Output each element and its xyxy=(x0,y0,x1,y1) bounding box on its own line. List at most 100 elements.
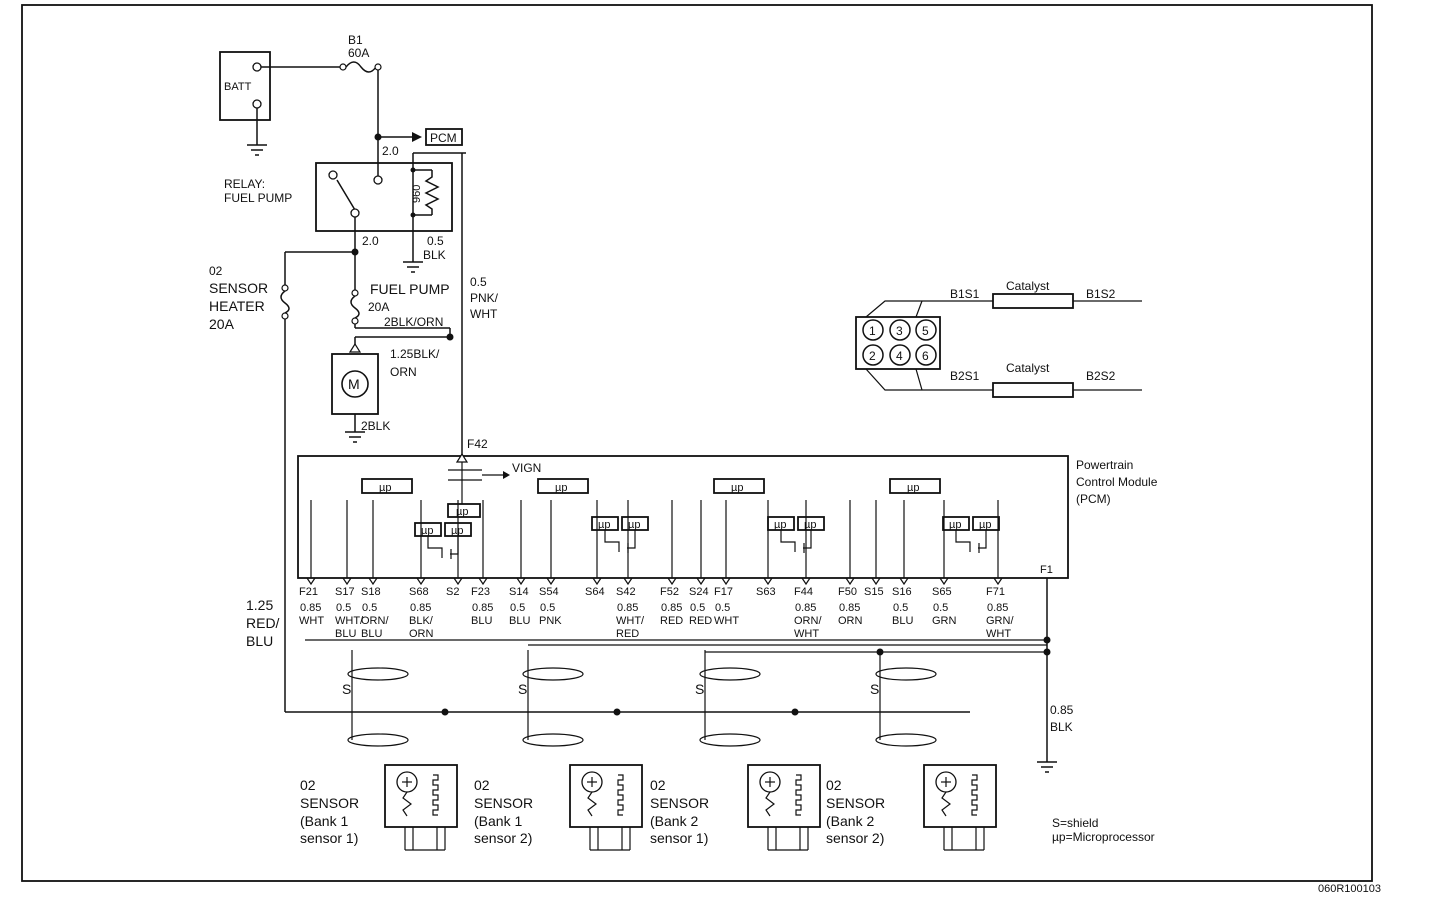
pin-number: S15 xyxy=(864,586,884,598)
shield-label: S xyxy=(870,681,879,697)
sensor-label: SENSOR xyxy=(826,795,885,811)
heater-icon xyxy=(617,774,624,816)
motor-icon: M xyxy=(348,376,360,392)
wire-color: BLU xyxy=(361,628,382,640)
wire-color: WHT xyxy=(986,628,1011,640)
wire-color: ORN xyxy=(838,615,863,627)
fuel-pump-motor: M 1.25BLK/ ORN 2BLK xyxy=(331,337,440,443)
wire-size: 0.85 xyxy=(617,602,638,614)
driver-label: µp xyxy=(774,519,786,531)
cylinder xyxy=(889,319,911,341)
svg-text:Control Module: Control Module xyxy=(1076,475,1158,489)
svg-text:Powertrain: Powertrain xyxy=(1076,458,1133,472)
wire-color: ORN/ xyxy=(794,615,822,627)
cylinder-number: 1 xyxy=(869,324,876,338)
diagram-border xyxy=(21,4,1373,882)
pcm-connector-pins: F210.85WHTS170.5WHT/BLUS180.5ORN/BLUS680… xyxy=(299,500,1014,640)
svg-text:2.0: 2.0 xyxy=(382,144,399,158)
wire-color: BLU xyxy=(892,615,913,627)
wire-size: 0.85 xyxy=(987,602,1008,614)
wire-size: 0.5 xyxy=(510,602,525,614)
pin-connector xyxy=(939,577,949,586)
o2-sensor-body xyxy=(569,764,643,828)
driver-label: µp xyxy=(421,525,433,537)
svg-text:1.25: 1.25 xyxy=(246,597,273,613)
pin-connector xyxy=(416,577,426,586)
resistor-icon xyxy=(941,791,951,817)
pin-connector xyxy=(763,577,773,586)
svg-text:PCM: PCM xyxy=(430,131,457,145)
svg-text:B1S1: B1S1 xyxy=(950,287,980,301)
wire-color: WHT xyxy=(794,628,819,640)
pin-connector xyxy=(306,577,316,586)
pin-number: S64 xyxy=(585,586,605,598)
shield-ring xyxy=(699,667,761,681)
shield-ring xyxy=(522,733,584,747)
pin-connector xyxy=(845,577,855,586)
pin-connector xyxy=(993,577,1003,586)
resistor-icon xyxy=(402,791,412,817)
ground-wire: 0.85 BLK xyxy=(1037,578,1074,773)
pin-connector xyxy=(546,577,556,586)
o2-sensor-body xyxy=(384,764,458,828)
pin-connector xyxy=(667,577,677,586)
pin-number: F52 xyxy=(660,586,679,598)
o2-sensor-body xyxy=(923,764,997,828)
svg-text:µp: µp xyxy=(456,506,468,518)
resistor-icon xyxy=(765,791,775,817)
svg-text:BLK: BLK xyxy=(423,248,446,262)
pin-number: S65 xyxy=(932,586,952,598)
sensor-label: (Bank 1 xyxy=(474,813,522,829)
svg-text:(PCM): (PCM) xyxy=(1076,492,1111,506)
svg-text:B2S2: B2S2 xyxy=(1086,369,1116,383)
pin-number: F17 xyxy=(714,586,733,598)
wire-size: 0.85 xyxy=(472,602,493,614)
svg-text:0.5: 0.5 xyxy=(470,275,487,289)
microprocessor-label: µp xyxy=(731,482,743,494)
pin-connector xyxy=(592,577,602,586)
wire-color: ORN xyxy=(409,628,434,640)
wire-color: GRN/ xyxy=(986,615,1014,627)
svg-text:02: 02 xyxy=(209,264,223,278)
svg-text:Catalyst: Catalyst xyxy=(1006,279,1050,293)
cylinder-number: 5 xyxy=(922,324,929,338)
wire-color: GRN xyxy=(932,615,957,627)
svg-text:1.25BLK/: 1.25BLK/ xyxy=(390,347,440,361)
shield-ring xyxy=(522,667,584,681)
pin-number: F44 xyxy=(794,586,813,598)
shield-label: S xyxy=(518,681,527,697)
driver-label: µp xyxy=(949,519,961,531)
pin-connector xyxy=(696,577,706,586)
pin-number: S24 xyxy=(689,586,709,598)
wire-color: RED xyxy=(689,615,712,627)
pin-connector xyxy=(342,577,352,586)
wire-size: 0.5 xyxy=(336,602,351,614)
svg-text:BLK: BLK xyxy=(1050,720,1073,734)
heater-icon xyxy=(795,774,802,816)
pcm-module: Powertrain Control Module (PCM) F1 VIGN … xyxy=(297,452,1158,579)
figure-code: 060R100103 xyxy=(1318,883,1381,895)
pin-number: F50 xyxy=(838,586,857,598)
svg-text:F1: F1 xyxy=(1040,564,1053,576)
microprocessor-label: µp xyxy=(379,482,391,494)
pin-connector xyxy=(478,577,488,586)
svg-text:F42: F42 xyxy=(467,437,488,451)
wire-size: 0.5 xyxy=(715,602,730,614)
pin-number: S14 xyxy=(509,586,529,598)
svg-text:RED/: RED/ xyxy=(246,615,280,631)
pin-number: F71 xyxy=(986,586,1005,598)
arrow-right-icon xyxy=(412,132,422,142)
svg-text:20A: 20A xyxy=(209,316,235,332)
pin-connector xyxy=(721,577,731,586)
microprocessor-label: µp xyxy=(555,482,567,494)
shield-ring xyxy=(875,733,937,747)
pin-connector xyxy=(801,577,811,586)
svg-text:HEATER: HEATER xyxy=(209,298,265,314)
wire-color: BLU xyxy=(471,615,492,627)
svg-text:ORN: ORN xyxy=(390,365,417,379)
pin-connector xyxy=(453,577,463,586)
shield-ring xyxy=(699,733,761,747)
svg-text:960: 960 xyxy=(411,185,423,203)
pin-number: F23 xyxy=(471,586,490,598)
